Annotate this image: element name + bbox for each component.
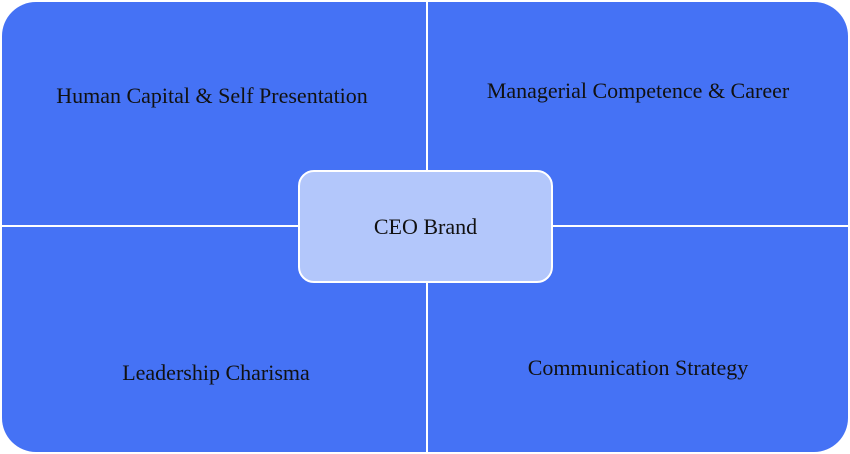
quadrant-label-managerial-competence: Managerial Competence & Career: [486, 78, 790, 103]
quadrant-label-communication-strategy: Communication Strategy: [527, 355, 749, 380]
quadrant-label-human-capital: Human Capital & Self Presentation: [56, 83, 368, 108]
quadrant-bottom-left: Leadership Charisma: [2, 227, 426, 452]
quadrant-top-left: Human Capital & Self Presentation: [2, 2, 426, 225]
quadrant-label-leadership-charisma: Leadership Charisma: [122, 360, 310, 385]
center-node-ceo-brand: CEO Brand: [298, 170, 553, 283]
center-label: CEO Brand: [373, 213, 478, 239]
